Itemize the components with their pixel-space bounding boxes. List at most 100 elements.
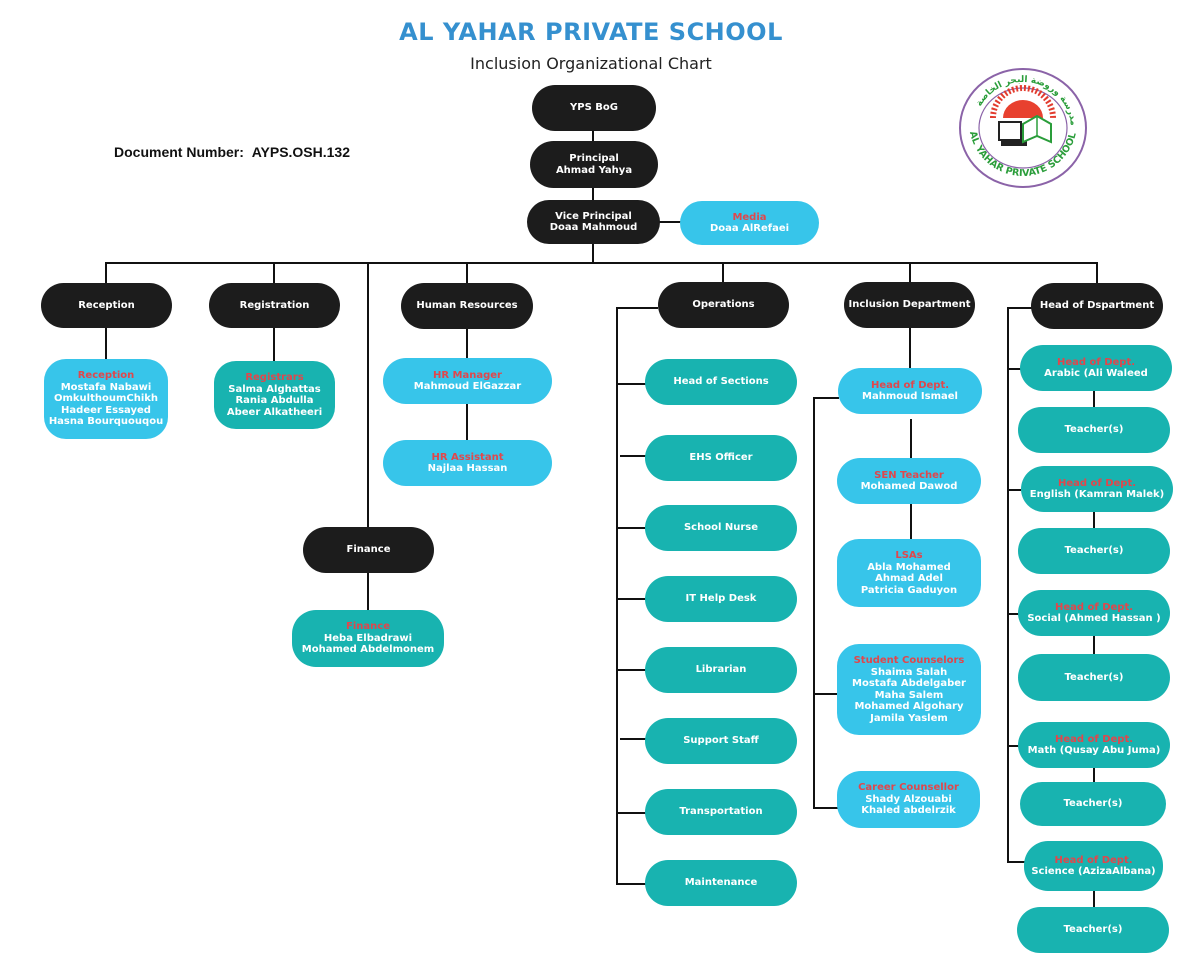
connector <box>1093 767 1095 783</box>
teachers[interactable]: Teacher(s) <box>1020 782 1166 826</box>
operations-unit[interactable]: EHS Officer <box>645 435 797 481</box>
hod-title: Head of Dspartment <box>1039 300 1155 312</box>
staff-name: Abeer Alkatheeri <box>226 406 323 418</box>
staff-name: Jamila Yaslem <box>870 712 948 724</box>
operations-unit[interactable]: School Nurse <box>645 505 797 551</box>
connector <box>909 328 911 369</box>
node-bog[interactable]: YPS BoG <box>532 85 656 131</box>
hod-social[interactable]: Head of Dept. Social (Ahmed Hassan ) <box>1018 590 1170 636</box>
connector <box>466 262 468 284</box>
connector <box>1007 307 1009 863</box>
connector <box>616 527 646 529</box>
staff-name: Shaima Salah <box>870 666 948 678</box>
hod-math[interactable]: Head of Dept. Math (Qusay Abu Juma) <box>1018 722 1170 768</box>
hod-name: Social (Ahmed Hassan ) <box>1027 613 1161 624</box>
student-counselors[interactable]: Student Counselors Shaima Salah Mostafa … <box>837 644 981 735</box>
operations-unit-label: Head of Sections <box>673 376 769 388</box>
node-finance[interactable]: Finance <box>303 527 434 573</box>
media-name: Doaa AlRefaei <box>709 223 790 234</box>
teachers[interactable]: Teacher(s) <box>1017 907 1169 953</box>
hod-english[interactable]: Head of Dept. English (Kamran Malek) <box>1021 466 1173 512</box>
hod-role: Head of Dept. <box>1057 477 1137 489</box>
hod-name: Math (Qusay Abu Juma) <box>1027 745 1161 756</box>
sen-teacher[interactable]: SEN Teacher Mohamed Dawod <box>837 458 981 504</box>
hod-arabic[interactable]: Head of Dept. Arabic (Ali Waleed <box>1020 345 1172 391</box>
connector <box>1007 307 1032 309</box>
operations-unit-label: Maintenance <box>684 877 758 889</box>
connector <box>616 307 618 885</box>
staff-name: Khaled abdelrzik <box>861 805 956 817</box>
operations-unit-label: IT Help Desk <box>685 593 757 605</box>
connector <box>1093 390 1095 408</box>
staff-name: Rania Abdulla <box>235 395 314 406</box>
career-counsellor-role: Career Counsellor <box>858 782 959 794</box>
lsas[interactable]: LSAs Abla Mohamed Ahmad Adel Patricia Ga… <box>837 539 981 607</box>
operations-unit[interactable]: Transportation <box>645 789 797 835</box>
hod-role: Head of Dept. <box>1054 854 1133 866</box>
node-reception[interactable]: Reception <box>41 283 172 328</box>
teachers[interactable]: Teacher(s) <box>1018 528 1170 574</box>
inclusion-head-role: Head of Dept. <box>870 379 950 391</box>
operations-unit[interactable]: Support Staff <box>645 718 797 764</box>
connector <box>813 807 839 809</box>
teachers[interactable]: Teacher(s) <box>1018 407 1170 453</box>
connector <box>367 572 369 611</box>
hr-assistant-name: Najlaa Hassan <box>427 463 508 474</box>
connector <box>616 598 646 600</box>
reception-title: Reception <box>78 299 135 311</box>
connector <box>1007 745 1019 747</box>
hr-manager[interactable]: HR Manager Mahmoud ElGazzar <box>383 358 552 404</box>
operations-unit[interactable]: Head of Sections <box>645 359 797 405</box>
teachers-label: Teacher(s) <box>1064 424 1124 436</box>
node-principal[interactable]: Principal Ahmad Yahya <box>530 141 658 188</box>
staff-name: OmkulthoumChikh <box>53 393 159 405</box>
connector <box>1007 489 1021 491</box>
hr-assistant[interactable]: HR Assistant Najlaa Hassan <box>383 440 552 486</box>
connector <box>367 262 369 528</box>
hod-role: Head of Dept. <box>1054 733 1134 745</box>
connector <box>105 262 1098 264</box>
staff-name: Hasna Bourquouqou <box>48 416 164 428</box>
connector <box>616 883 646 885</box>
document-number-value: AYPS.OSH.132 <box>251 144 351 160</box>
connector <box>273 262 275 284</box>
staff-name: Mahmoud Ismael <box>862 391 958 402</box>
operations-unit[interactable]: Maintenance <box>645 860 797 906</box>
reception-staff[interactable]: Reception Mostafa Nabawi OmkulthoumChikh… <box>44 359 168 439</box>
hr-title: Human Resources <box>416 300 518 312</box>
finance-role: Finance <box>346 621 390 633</box>
operations-unit[interactable]: Librarian <box>645 647 797 693</box>
node-media[interactable]: Media Doaa AlRefaei <box>680 201 819 245</box>
connector <box>466 404 468 441</box>
node-human-resources[interactable]: Human Resources <box>401 283 533 329</box>
operations-unit-label: EHS Officer <box>689 452 753 464</box>
connector <box>659 221 681 223</box>
node-head-of-department[interactable]: Head of Dspartment <box>1031 283 1163 329</box>
staff-name: Mohamed Abdelmonem <box>301 644 435 656</box>
node-inclusion-department[interactable]: Inclusion Department <box>844 282 975 328</box>
inclusion-head[interactable]: Head of Dept. Mahmoud Ismael <box>838 368 982 414</box>
hod-science[interactable]: Head of Dept. Science (AzizaAlbana) <box>1024 841 1163 891</box>
connector <box>1093 889 1095 907</box>
registration-title: Registration <box>239 299 310 311</box>
connector <box>620 738 646 740</box>
connector <box>105 262 107 284</box>
staff-name: Abla Mohamed <box>867 561 951 573</box>
hod-name: English (Kamran Malek) <box>1029 489 1165 500</box>
node-registration[interactable]: Registration <box>209 283 340 328</box>
teachers[interactable]: Teacher(s) <box>1018 654 1170 701</box>
chart-subtitle: Inclusion Organizational Chart <box>470 54 712 73</box>
connector <box>1093 511 1095 529</box>
operations-unit[interactable]: IT Help Desk <box>645 576 797 622</box>
teachers-label: Teacher(s) <box>1064 545 1124 557</box>
node-vice-principal[interactable]: Vice Principal Doaa Mahmoud <box>527 200 660 244</box>
document-number: Document Number: AYPS.OSH.132 <box>114 144 350 160</box>
hod-role: Head of Dept. <box>1056 356 1136 368</box>
sen-teacher-role: SEN Teacher <box>874 469 944 481</box>
career-counsellor[interactable]: Career Counsellor Shady Alzouabi Khaled … <box>837 771 980 828</box>
registrars-staff[interactable]: Registrars Salma Alghattas Rania Abdulla… <box>214 361 335 429</box>
finance-staff[interactable]: Finance Heba Elbadrawi Mohamed Abdelmone… <box>292 610 444 667</box>
connector <box>909 262 911 284</box>
node-operations[interactable]: Operations <box>658 282 789 328</box>
staff-name: Ahmad Adel <box>875 573 943 584</box>
